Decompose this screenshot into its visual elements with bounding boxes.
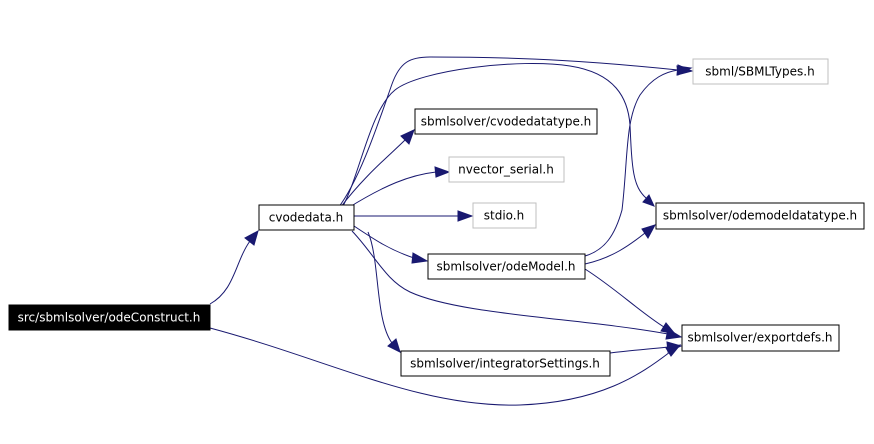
node-label: sbmlsolver/odemodeldatatype.h <box>663 209 857 223</box>
edge-odemodel-sbmltypes <box>584 65 693 257</box>
edge-cvodedata-nvector <box>347 166 451 209</box>
node-label: cvodedata.h <box>269 211 344 225</box>
edge-integratorsettings-exportdefs <box>609 341 683 354</box>
edge-cvodedata-odemodeldatatype <box>341 62 655 209</box>
graph-edges <box>209 56 694 406</box>
node-odemodel[interactable]: sbmlsolver/odeModel.h <box>427 253 586 280</box>
edge-odemodel-odemodeldatatype <box>584 224 657 265</box>
node-label: sbml/SBMLTypes.h <box>705 65 814 79</box>
node-integratorsettings[interactable]: sbmlsolver/integratorSettings.h <box>400 350 611 377</box>
node-cvodedata[interactable]: cvodedata.h <box>258 204 355 231</box>
node-label: sbmlsolver/cvodedatatype.h <box>421 115 592 129</box>
node-odemodeldatatype[interactable]: sbmlsolver/odemodeldatatype.h <box>655 202 865 230</box>
node-cvodedatatype[interactable]: sbmlsolver/cvodedatatype.h <box>414 108 598 135</box>
node-label: sbmlsolver/odeModel.h <box>436 260 575 274</box>
node-sbmltypes[interactable]: sbml/SBMLTypes.h <box>692 58 829 85</box>
edge-odemodel-exportdefs <box>584 268 677 335</box>
node-label: sbmlsolver/exportdefs.h <box>687 331 832 345</box>
node-label: src/sbmlsolver/odeConstruct.h <box>18 311 201 325</box>
node-stdio[interactable]: stdio.h <box>472 202 537 229</box>
node-label: nvector_serial.h <box>458 163 554 177</box>
edge-cvodedata-odemodel <box>353 225 429 264</box>
graph-nodes: src/sbmlsolver/odeConstruct.h cvodedata.… <box>8 58 865 377</box>
node-odeconstruct[interactable]: src/sbmlsolver/odeConstruct.h <box>8 304 211 331</box>
edge-cvodedata-stdio <box>354 210 474 222</box>
edge-cvodedata-exportdefs <box>351 230 683 340</box>
node-label: stdio.h <box>484 209 524 223</box>
node-label: sbmlsolver/integratorSettings.h <box>410 357 600 371</box>
node-nvector-serial[interactable]: nvector_serial.h <box>448 156 565 183</box>
edge-cvodedata-cvodedatatype <box>339 129 415 209</box>
edge-odeconstruct-cvodedata <box>209 229 259 305</box>
node-exportdefs[interactable]: sbmlsolver/exportdefs.h <box>681 324 840 352</box>
edge-cvodedata-integratorsettings <box>367 231 401 353</box>
